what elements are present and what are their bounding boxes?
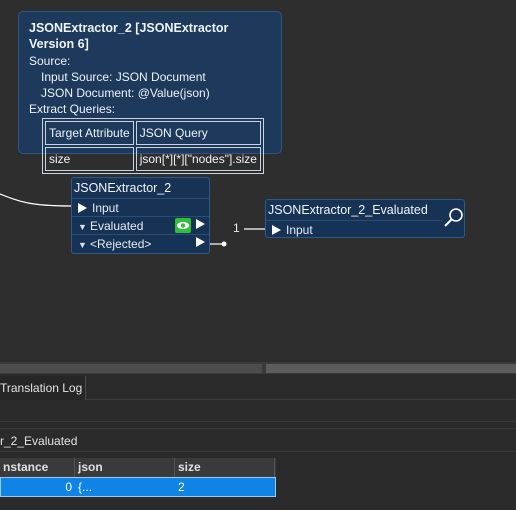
tooltip-source-label: Source: bbox=[29, 54, 71, 68]
table-header-cell: JSON Query bbox=[135, 121, 261, 145]
workspace-canvas[interactable]: JSONExtractor_2 [JSONExtractor Version 6… bbox=[0, 0, 516, 362]
chevron-down-icon[interactable]: ▼ bbox=[78, 222, 87, 232]
tooltip-title: JSONExtractor_2 [JSONExtractor Version 6… bbox=[29, 21, 229, 51]
table-cell: json[*][*]["nodes"].size bbox=[135, 147, 261, 171]
input-arrow-icon bbox=[272, 224, 281, 235]
eye-icon[interactable] bbox=[175, 218, 191, 233]
scrollbar-thumb[interactable] bbox=[266, 364, 516, 373]
panel-tabbar: Translation Log bbox=[0, 376, 516, 400]
inspector-node-title: JSONExtractor_2_Evaluated bbox=[268, 203, 428, 217]
rejected-endpoint[interactable] bbox=[221, 241, 227, 247]
node-title: JSONExtractor_2 bbox=[74, 181, 172, 195]
input-port[interactable]: Input bbox=[72, 198, 209, 216]
table-header-row: nstance json size bbox=[0, 458, 276, 477]
tooltip-extract-label: Extract Queries: bbox=[29, 102, 116, 116]
inspector-input-port[interactable]: Input bbox=[266, 220, 442, 238]
column-header[interactable]: json bbox=[75, 458, 175, 477]
feature-table: nstance json size 0 {... 2 bbox=[0, 458, 276, 497]
horizontal-scrollbar[interactable] bbox=[0, 362, 516, 374]
input-arrow-icon bbox=[78, 202, 87, 213]
column-header[interactable]: size bbox=[175, 458, 275, 477]
panel-toolbar bbox=[0, 400, 516, 422]
tooltip-input-source: Input Source: JSON Document bbox=[41, 70, 206, 84]
table-row: size json[*][*]["nodes"].size bbox=[45, 147, 261, 171]
scrollbar-track[interactable] bbox=[0, 364, 262, 373]
evaluated-port-label: Evaluated bbox=[90, 219, 144, 233]
incoming-connection[interactable] bbox=[0, 192, 72, 207]
table-row[interactable]: 0 {... 2 bbox=[0, 477, 276, 497]
jsonextractor-node[interactable]: JSONExtractor_2 Input ▼Evaluated ▼<Rejec… bbox=[71, 177, 210, 254]
inspector-input-label: Input bbox=[286, 223, 313, 237]
feature-count-label[interactable]: 1 bbox=[233, 221, 240, 235]
tab-translation-log[interactable]: Translation Log bbox=[0, 376, 86, 400]
feature-table-title: r_2_Evaluated bbox=[0, 428, 516, 452]
table-cell: size bbox=[45, 147, 134, 171]
table-cell[interactable]: {... bbox=[78, 480, 93, 494]
rejected-port[interactable]: ▼<Rejected> bbox=[72, 234, 209, 252]
transformer-tooltip: JSONExtractor_2 [JSONExtractor Version 6… bbox=[18, 11, 282, 174]
tooltip-json-document: JSON Document: @Value(json) bbox=[41, 86, 210, 100]
table-cell[interactable]: 0 bbox=[65, 480, 72, 494]
table-header-row: Target Attribute JSON Query bbox=[45, 121, 261, 145]
extract-queries-table: Target Attribute JSON Query size json[*]… bbox=[42, 118, 264, 174]
chevron-down-icon[interactable]: ▼ bbox=[78, 240, 87, 250]
evaluated-output-arrow-icon bbox=[196, 219, 205, 229]
table-header-cell: Target Attribute bbox=[45, 121, 134, 145]
inspector-node[interactable]: JSONExtractor_2_Evaluated Input bbox=[265, 199, 465, 238]
input-port-label: Input bbox=[92, 201, 119, 215]
rejected-port-label: <Rejected> bbox=[90, 237, 152, 251]
magnifier-icon[interactable] bbox=[443, 206, 465, 230]
column-header[interactable]: nstance bbox=[0, 458, 75, 477]
table-cell[interactable]: 2 bbox=[178, 480, 185, 494]
rejected-output-arrow-icon bbox=[196, 237, 205, 247]
evaluated-port[interactable]: ▼Evaluated bbox=[72, 216, 209, 234]
